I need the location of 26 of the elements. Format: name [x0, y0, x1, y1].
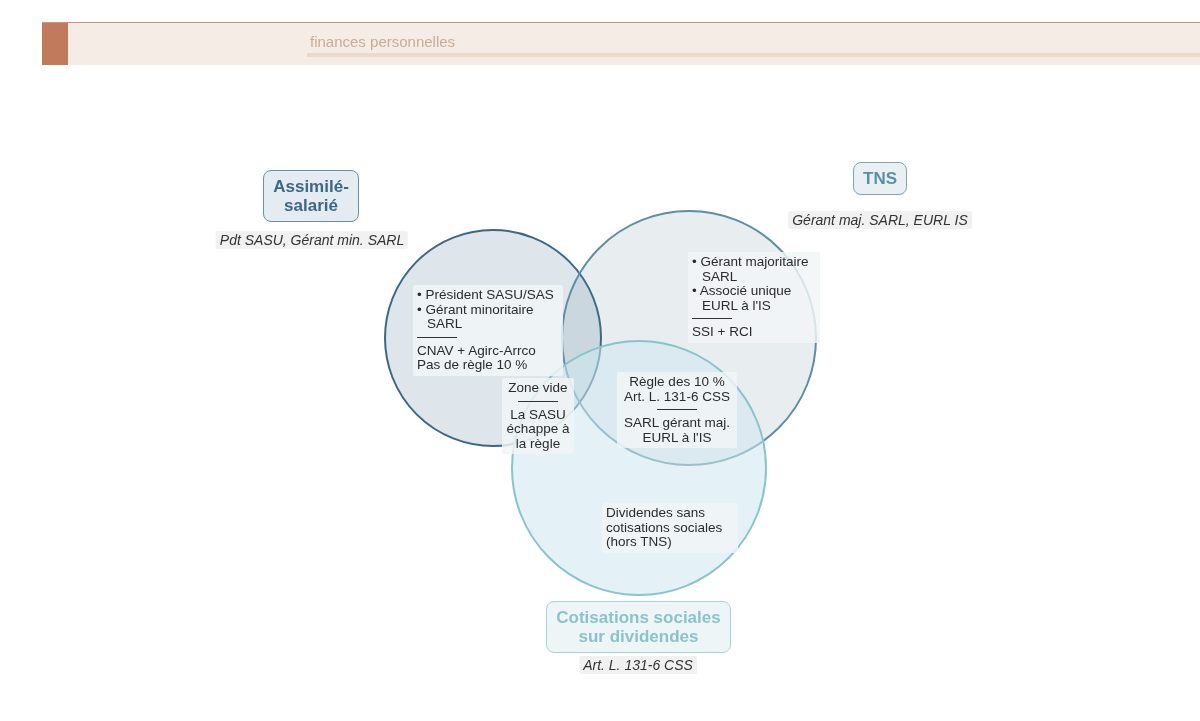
set-title: TNS	[853, 162, 907, 195]
text-panel	[602, 503, 738, 553]
tagline-text: finances personnelles	[310, 33, 456, 51]
set-title: Assimilé-salarié	[263, 170, 359, 222]
set-caption: Pdt SASU, Gérant min. SARL	[215, 231, 409, 249]
note-text: Art. L. 131-6 CSS	[623, 389, 731, 404]
note-text: La SASU échappe à la règle	[505, 407, 571, 451]
bullet-text: • Gérant majoritaire SARL	[692, 255, 810, 284]
bullet-text: • Président SASU/SAS	[417, 288, 555, 303]
text-panel	[502, 378, 574, 454]
bullet-text: • Gérant minoritaire SARL	[417, 302, 535, 332]
set-caption: Gérant maj. SARL, EURL IS	[788, 211, 972, 229]
note-text: Dividendes sans cotisations sociales (hors TNS)	[606, 506, 724, 550]
text-panel	[413, 285, 563, 376]
note-text: Règle des 10 %	[628, 375, 726, 390]
set-caption: Art. L. 131-6 CSS	[579, 656, 697, 674]
text-panel	[617, 372, 737, 448]
note-text: SARL gérant maj.	[622, 416, 732, 431]
note-text: Zone vide	[507, 381, 569, 396]
note-text: SSI + RCI	[692, 325, 754, 340]
note-text: Pas de règle 10 %	[417, 358, 528, 373]
note-text: CNAV + Agirc-Arrco	[417, 343, 537, 358]
set-title: Cotisations sociales sur dividendes	[546, 601, 731, 653]
note-text: EURL à l'IS	[641, 430, 712, 445]
bullet-text: • Associé unique EURL à l'IS	[692, 284, 793, 313]
text-panel	[688, 252, 820, 343]
